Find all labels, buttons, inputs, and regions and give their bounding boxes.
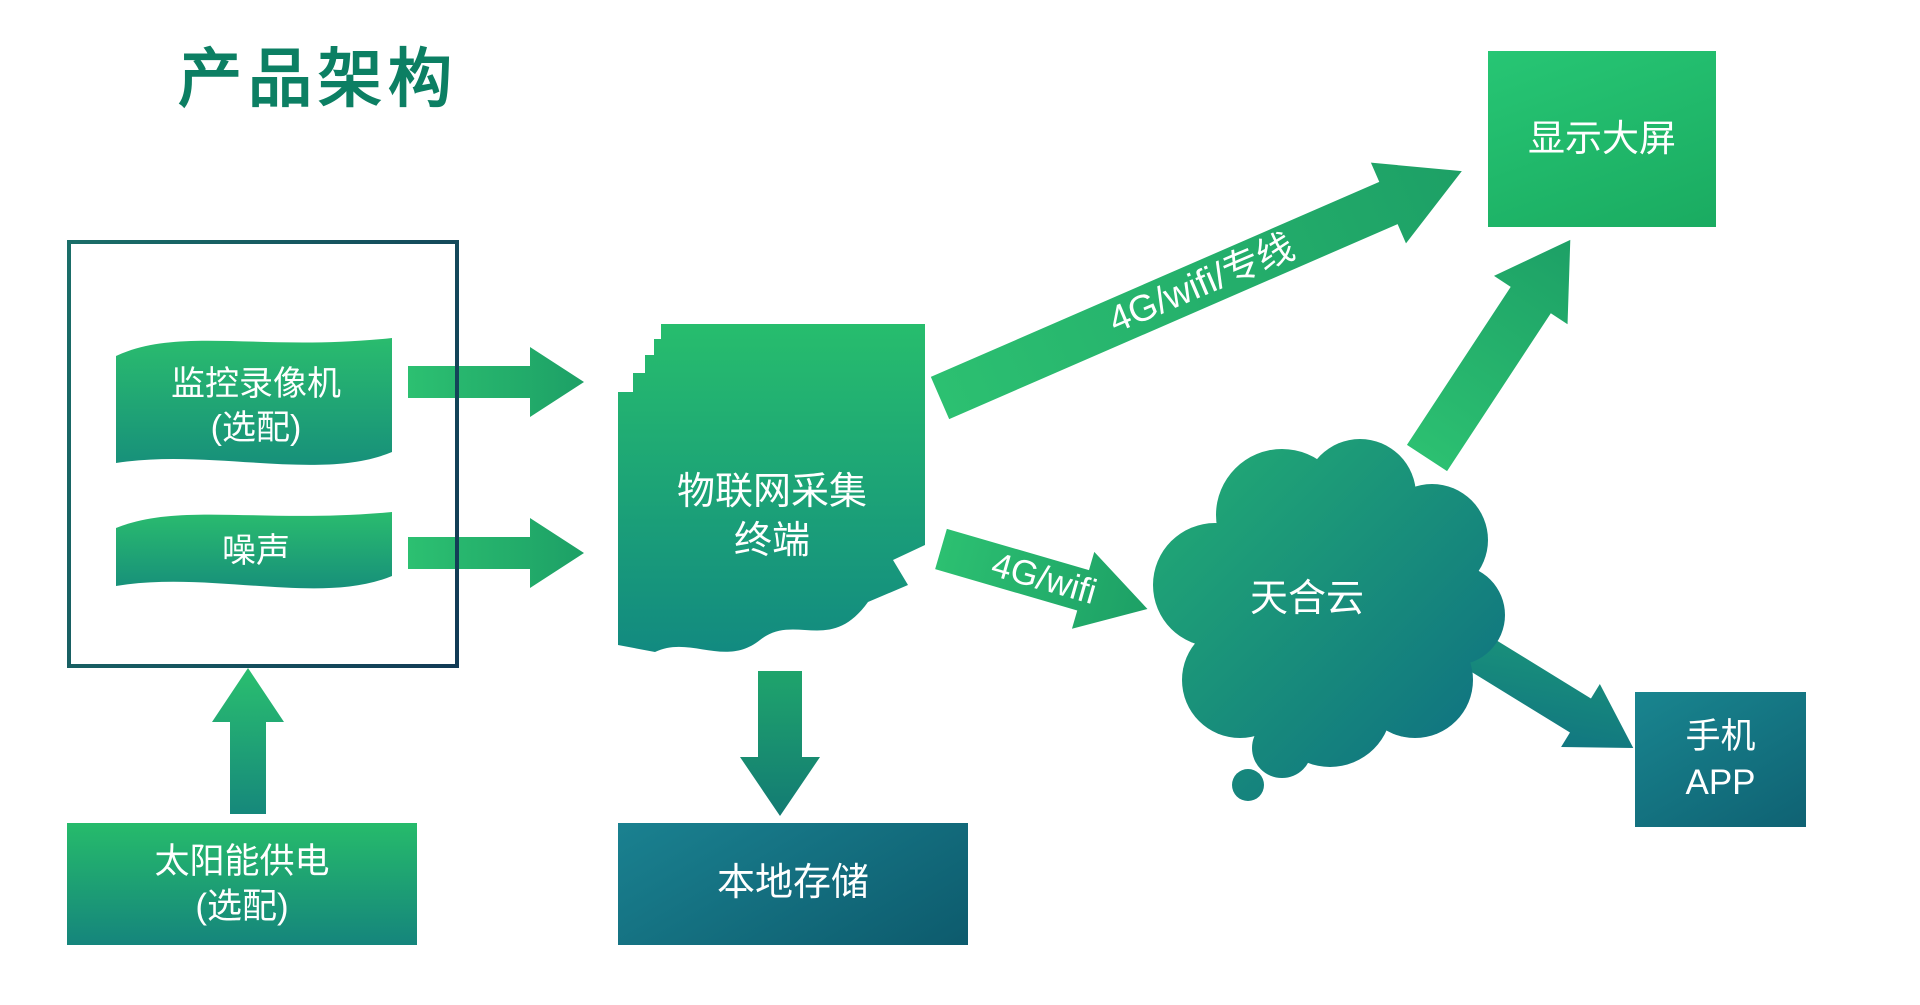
arrow-cloud-to-app	[1463, 632, 1634, 748]
solar-power-label-line1: 太阳能供电	[154, 841, 330, 881]
camera-label-line2: (选配)	[210, 409, 302, 447]
arrow-solar-to-sensors	[212, 668, 284, 814]
terminal-shape	[618, 324, 925, 652]
sensor-group-outline	[67, 240, 459, 668]
arrow-terminal-to-storage	[740, 671, 820, 816]
cloud-label: 天合云	[1249, 578, 1364, 621]
local-storage-label: 本地存储	[716, 862, 869, 905]
display-screen-label: 显示大屏	[1528, 117, 1676, 159]
solar-power-node: 太阳能供电 (选配)	[67, 823, 417, 945]
camera-label-line1: 监控录像机	[171, 364, 341, 403]
camera-node: 监控录像机 (选配)	[120, 352, 392, 460]
arrow-terminal-to-cloud	[935, 528, 1148, 629]
cloud-shape	[1153, 439, 1505, 801]
local-storage-node: 本地存储	[618, 823, 968, 945]
arrow-terminal-to-display	[930, 162, 1462, 420]
mobile-app-label-line2: APP	[1685, 762, 1756, 802]
cloud-node: 天合云	[1197, 574, 1417, 626]
display-screen-node: 显示大屏	[1488, 51, 1716, 227]
terminal-node: 物联网采集 终端	[638, 462, 906, 572]
solar-power-label-line2: (选配)	[195, 887, 289, 926]
mobile-app-label-line1: 手机	[1685, 717, 1756, 756]
noise-node: 噪声	[120, 512, 392, 590]
arrow-cloud-to-display	[1406, 239, 1571, 472]
page-title: 产品架构	[178, 43, 458, 115]
noise-label: 噪声	[222, 531, 290, 570]
terminal-label-line2: 终端	[733, 520, 810, 562]
arrow-noise-to-terminal	[408, 518, 584, 588]
terminal-label-line1: 物联网采集	[676, 470, 867, 513]
mobile-app-node: 手机 APP	[1635, 692, 1806, 827]
arrow-camera-to-terminal	[408, 347, 584, 417]
